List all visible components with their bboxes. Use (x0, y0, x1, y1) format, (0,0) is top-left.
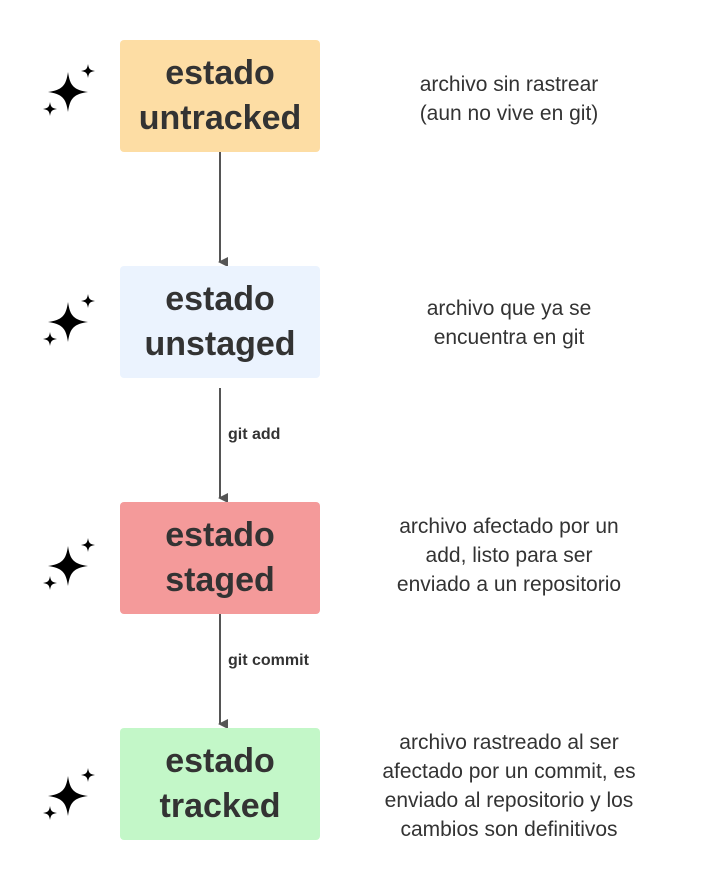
state-prefix: estado (165, 280, 275, 318)
sparkles-icon (43, 538, 95, 590)
description-line: (aun no vive en git) (419, 102, 599, 125)
state-name: staged (165, 561, 275, 599)
description-line: archivo rastreado al ser (399, 731, 619, 754)
state-name: untracked (138, 99, 302, 137)
state-box-staged: estado staged (120, 502, 320, 614)
edge-label-git-add: git add (228, 426, 281, 443)
description-staged: archivo afectado por un add, listo para … (350, 512, 668, 599)
state-name: unstaged (144, 325, 296, 363)
description-unstaged: archivo que ya se encuentra en git (350, 294, 668, 352)
description-line: archivo que ya se (426, 297, 592, 320)
state-box-untracked: estado untracked (120, 40, 320, 152)
sparkles-icon (43, 294, 95, 346)
description-line: encuentra en git (433, 326, 585, 349)
state-prefix: estado (165, 516, 275, 554)
description-line: archivo afectado por un (399, 515, 619, 538)
description-line: enviado a un repositorio (396, 573, 622, 596)
state-prefix: estado (165, 742, 275, 780)
description-line: add, listo para ser (425, 544, 593, 567)
state-box-tracked: estado tracked (120, 728, 320, 840)
state-box-unstaged: estado unstaged (120, 266, 320, 378)
description-tracked: archivo rastreado al ser afectado por un… (350, 728, 668, 844)
state-name: tracked (159, 787, 281, 825)
state-prefix: estado (165, 54, 275, 92)
description-line: archivo sin rastrear (419, 73, 599, 96)
sparkles-icon (43, 768, 95, 820)
sparkles-icon (43, 64, 95, 116)
description-line: enviado al repositorio y los (384, 789, 634, 812)
edge-label-git-commit: git commit (228, 652, 309, 669)
description-line: cambios son definitivos (400, 818, 618, 841)
description-untracked: archivo sin rastrear (aun no vive en git… (350, 70, 668, 128)
description-line: afectado por un commit, es (382, 760, 636, 783)
